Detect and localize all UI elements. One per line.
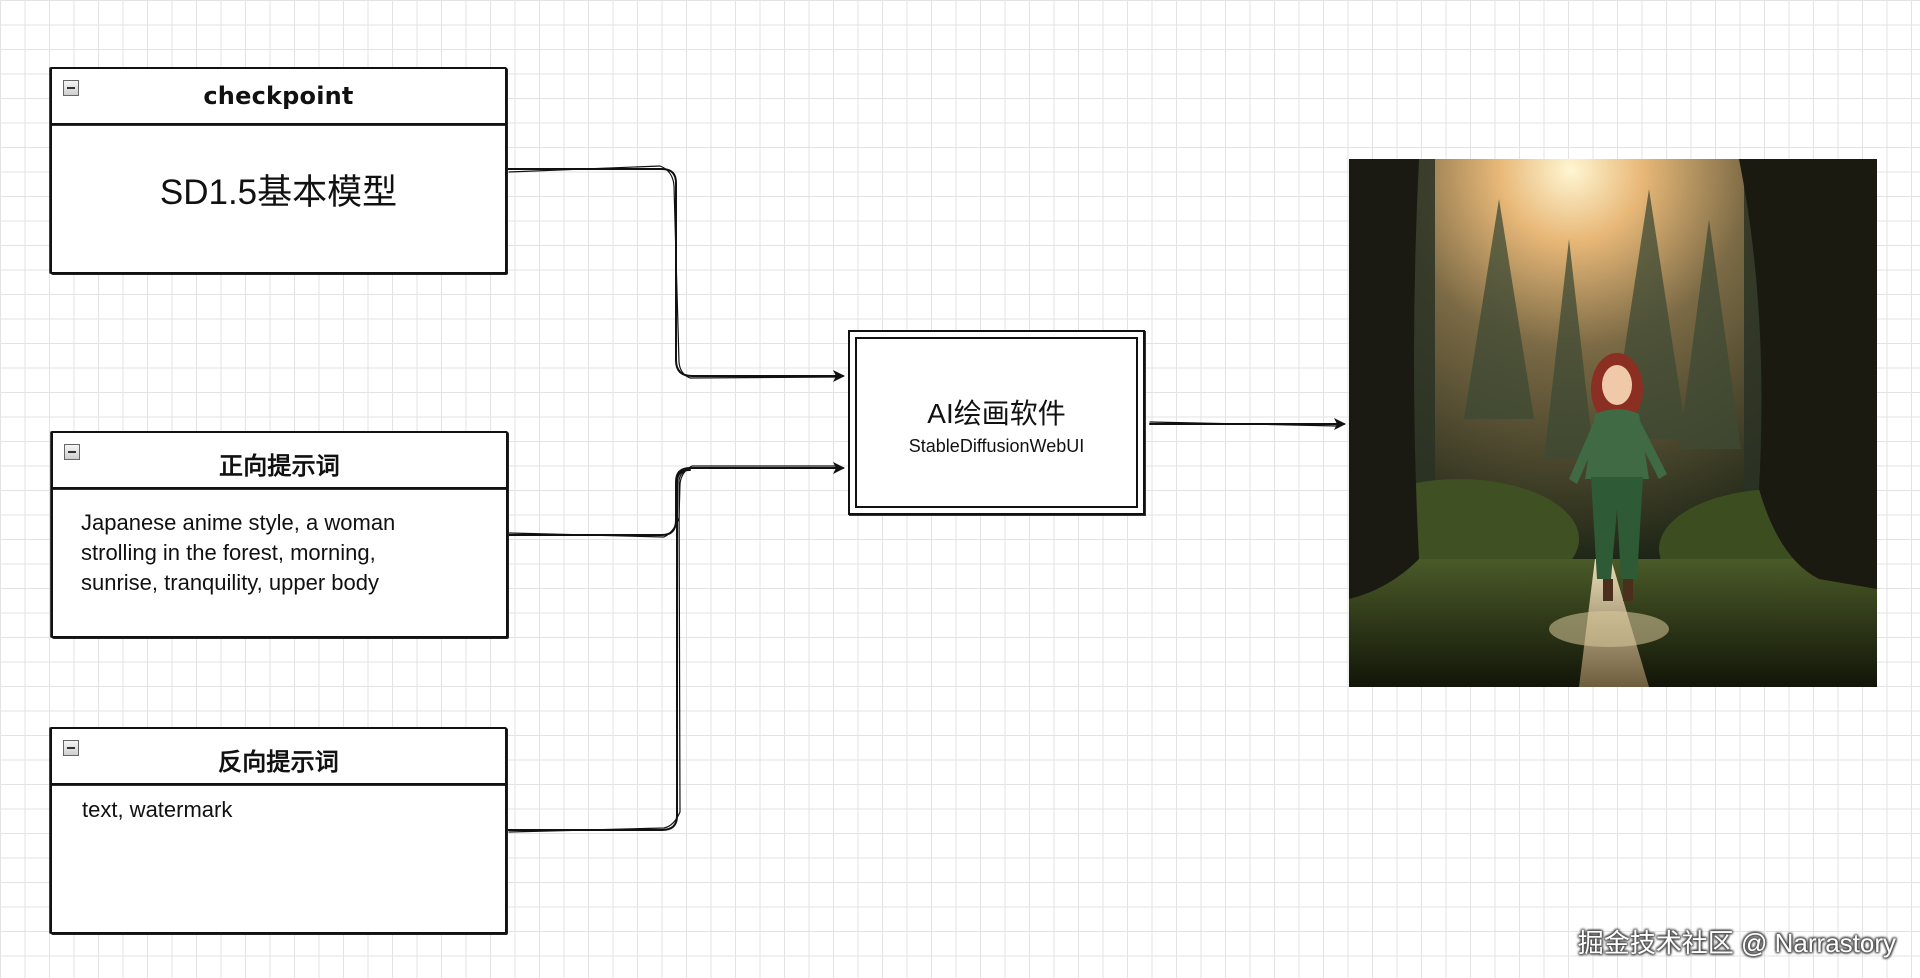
negative-prompt-header: 反向提示词 xyxy=(52,729,505,785)
negative-prompt-title: 反向提示词 xyxy=(218,748,339,776)
edge-positive-to-software xyxy=(507,462,845,536)
forest-woman-illustration xyxy=(1349,159,1877,687)
software-title: AI绘画软件 xyxy=(927,398,1066,429)
checkpoint-container[interactable]: checkpoint SD1.5基本模型 xyxy=(50,67,507,274)
software-subtitle: StableDiffusionWebUI xyxy=(908,436,1085,456)
edge-checkpoint-to-software xyxy=(507,168,845,382)
negative-prompt-container[interactable]: 反向提示词 text, watermark xyxy=(50,727,507,934)
collapse-icon[interactable] xyxy=(64,444,80,460)
positive-prompt-container[interactable]: 正向提示词 Japanese anime style, a woman stro… xyxy=(51,431,508,638)
checkpoint-title: checkpoint xyxy=(203,82,354,110)
generated-image[interactable] xyxy=(1349,159,1877,687)
positive-prompt-content: Japanese anime style, a woman strolling … xyxy=(81,510,396,595)
software-process-box[interactable]: AI绘画软件 StableDiffusionWebUI xyxy=(848,330,1145,515)
negative-prompt-content: text, watermark xyxy=(82,797,233,822)
collapse-icon[interactable] xyxy=(63,80,79,96)
positive-prompt-header: 正向提示词 xyxy=(53,433,506,489)
edge-negative-to-software xyxy=(507,469,691,831)
collapse-icon[interactable] xyxy=(63,740,79,756)
checkpoint-content: SD1.5基本模型 xyxy=(159,173,398,212)
watermark-text: 掘金技术社区 @ Narrastory xyxy=(1577,928,1896,958)
positive-prompt-title: 正向提示词 xyxy=(219,452,340,480)
checkpoint-header: checkpoint xyxy=(52,69,505,125)
woman-figure xyxy=(1569,353,1667,601)
